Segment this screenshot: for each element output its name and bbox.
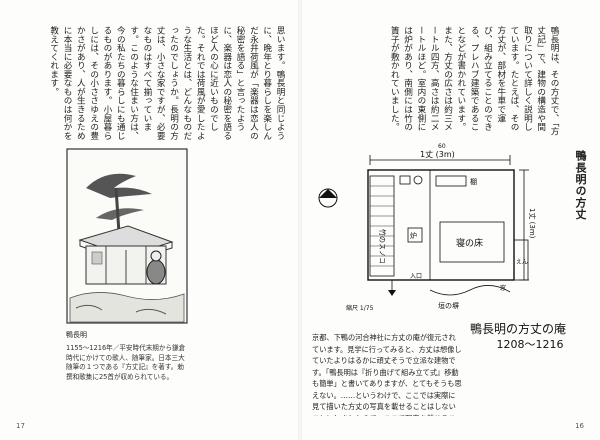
left-page-number: 17	[16, 422, 25, 430]
right-page-number: 16	[575, 422, 584, 430]
plan-label-shelf: 棚	[470, 177, 477, 186]
plan-caption: 鴨長明の方丈の庵 1208～1216	[470, 322, 590, 352]
book-gutter	[298, 0, 302, 440]
floor-plan-diagram: 1丈 (3m) 60 竹のスノコ	[310, 140, 560, 320]
right-body-text: 鴨長明は、その方丈で、「方丈記」で、建物の構造や間取りについて詳しく説明していま…	[390, 26, 559, 136]
left-body-text: 思います。鴨長明と同じように、晩年とり暮らしを楽しんだ永井荷風が「楽器は恋人の秘…	[48, 26, 285, 141]
plan-label-hearth: 炉	[410, 231, 417, 240]
plan-label-window: 窓	[500, 284, 506, 292]
figure-caption-text: 1155～1216年／平安時代末期から鎌倉時代にかけての歌人、随筆家。日本三大随…	[66, 344, 186, 381]
plan-dim-total: 60	[438, 143, 446, 150]
plan-label-sudare: 竹のスノコ	[378, 229, 387, 264]
plan-dim-right: 1丈 (3m)	[528, 208, 537, 239]
plan-caption-line1: 鴨長明の方丈の庵	[470, 322, 567, 336]
portrait-illustration	[66, 148, 188, 324]
right-page: 鴨長明は、その方丈で、「方丈記」で、建物の構造や間取りについて詳しく説明していま…	[300, 0, 600, 440]
plan-label-scale: 縮尺 1/75	[346, 304, 374, 312]
plan-dim-top: 1丈 (3m)	[420, 149, 455, 159]
plan-label-entrance: 入口	[410, 273, 422, 280]
left-page: 思います。鴨長明と同じように、晩年とり暮らしを楽しんだ永井荷風が「楽器は恋人の秘…	[16, 26, 285, 430]
plan-label-sideroom: えん	[516, 259, 528, 266]
plan-label-fence: 垣の塀	[438, 301, 459, 310]
plan-label-sleep-area: 寝の床	[456, 237, 483, 249]
figure-caption-title: 鴨長明	[66, 331, 87, 339]
section-heading: 鴨長明の方丈	[574, 150, 587, 220]
plan-caption-line2: 1208～1216	[496, 337, 564, 351]
right-horizontal-text: 京都、下鴨の河合神社に方丈の庵が復元されています。見学に行ってみると、方丈は想像…	[312, 333, 462, 416]
